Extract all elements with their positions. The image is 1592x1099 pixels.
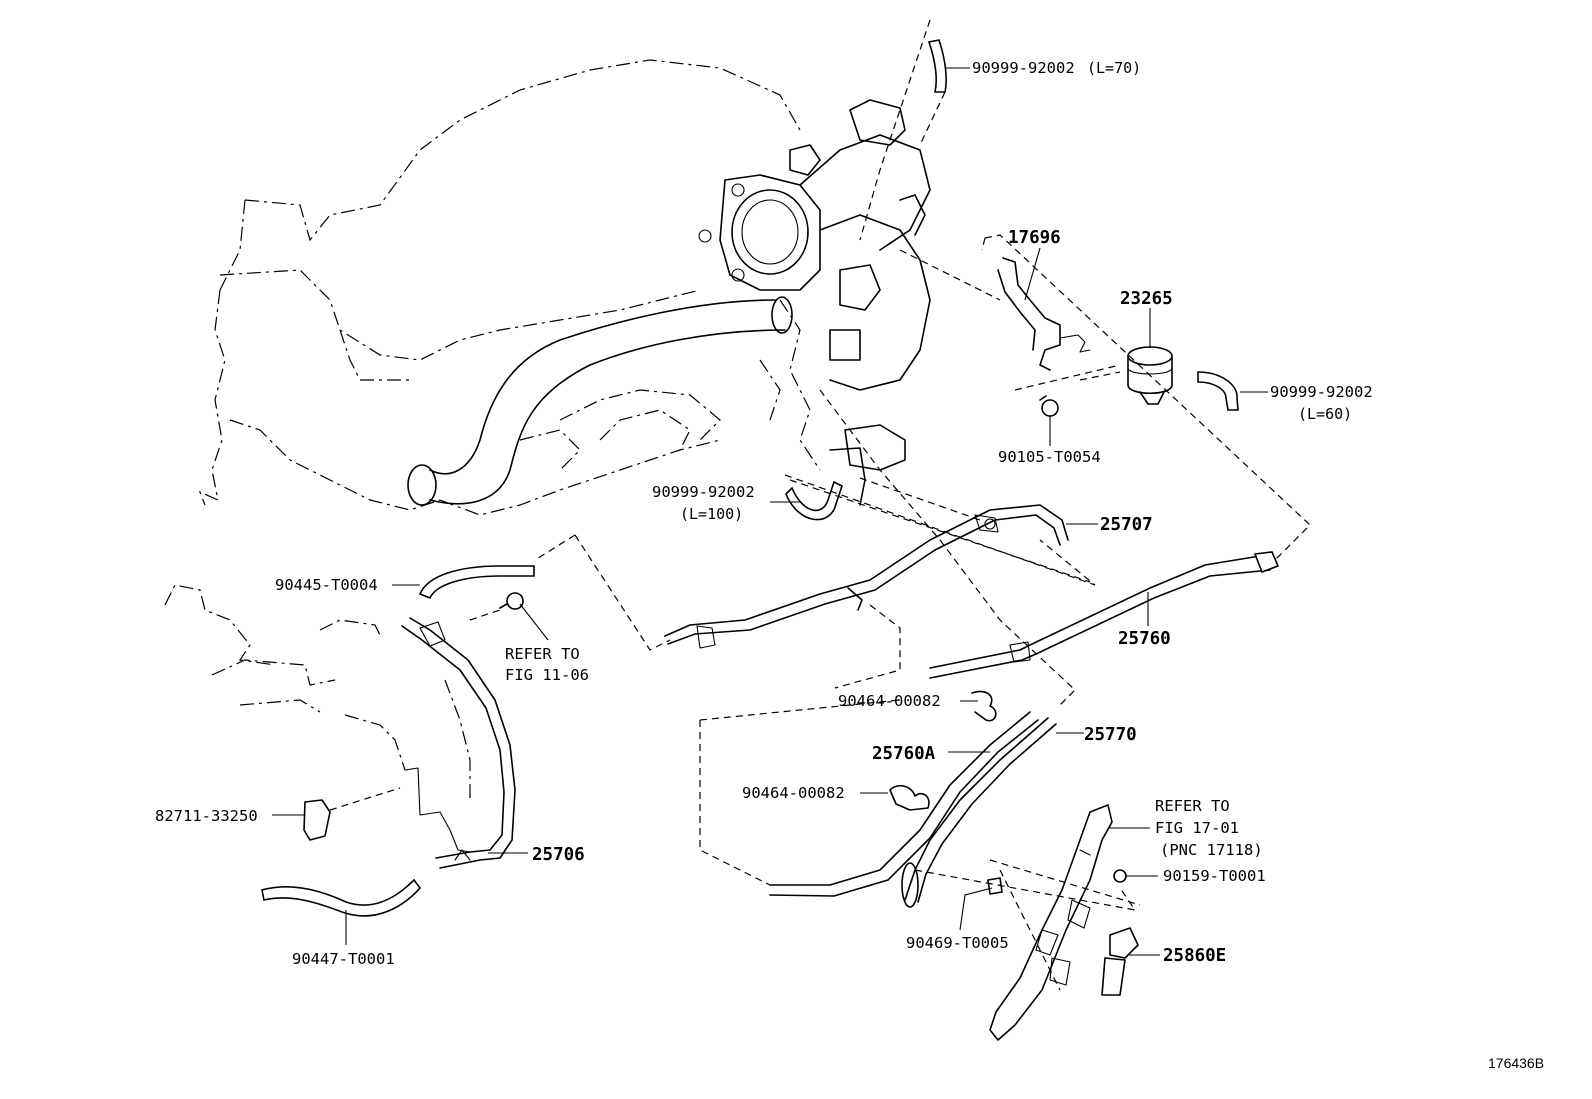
label-25760A: 25760A	[872, 744, 936, 764]
pipe-25760[interactable]	[929, 551, 1280, 679]
pipe-25707[interactable]	[664, 504, 1069, 649]
label-90464-00082-a: 90464-00082	[838, 692, 941, 710]
transmission-outline	[164, 584, 471, 800]
label-90445-T0004: 90445-T0004	[275, 576, 378, 594]
bolt-refer-11-06[interactable]	[499, 592, 524, 610]
label-fig-17-01: FIG 17-01	[1155, 819, 1239, 837]
label-17696: 17696	[1008, 228, 1061, 248]
label-90999-92002-top-len: (L=70)	[1087, 59, 1141, 77]
label-25707: 25707	[1100, 515, 1153, 535]
label-90999-92002-right-len: (L=60)	[1298, 405, 1352, 423]
label-90999-92002-top: 90999-92002	[972, 59, 1075, 77]
label-90999-92002-mid-len: (L=100)	[680, 505, 743, 523]
hose-90999-92002-l70[interactable]	[927, 39, 947, 93]
pipe-25706[interactable]	[401, 617, 516, 869]
bolt-90105-T0054[interactable]	[1039, 395, 1059, 417]
label-90105-T0054: 90105-T0054	[998, 448, 1101, 466]
hose-90447-T0001[interactable]	[261, 878, 422, 917]
hose-90999-92002-l60[interactable]	[1197, 371, 1239, 411]
label-refer-to-1: REFER TO	[505, 645, 580, 663]
label-23265: 23265	[1120, 289, 1173, 309]
label-90999-92002-mid: 90999-92002	[652, 483, 755, 501]
intake-pipe	[407, 296, 793, 506]
diagram-id: 176436B	[1488, 1055, 1544, 1071]
label-25770: 25770	[1084, 725, 1137, 745]
clip-90464-00082-a[interactable]	[971, 690, 997, 722]
hose-90445-T0004[interactable]	[418, 565, 535, 600]
label-82711-33250: 82711-33250	[155, 807, 258, 825]
hose-90999-92002-l100[interactable]	[785, 480, 843, 521]
label-90447-T0001: 90447-T0001	[292, 950, 395, 968]
clamp-90469-T0005[interactable]	[987, 877, 1003, 895]
label-refer-to-2: REFER TO	[1155, 797, 1230, 815]
clip-90464-00082-b[interactable]	[889, 784, 930, 811]
bolt-90159-T0001[interactable]	[1113, 869, 1127, 883]
label-pnc-17118: (PNC 17118)	[1160, 841, 1263, 859]
label-90159-T0001: 90159-T0001	[1163, 867, 1266, 885]
label-90469-T0005: 90469-T0005	[906, 934, 1009, 952]
label-fig-11-06: FIG 11-06	[505, 666, 589, 684]
label-25760: 25760	[1118, 629, 1171, 649]
leader-lines	[272, 67, 1268, 956]
pipe-25760A[interactable]	[769, 711, 1039, 908]
label-25706: 25706	[532, 845, 585, 865]
label-90999-92002-right: 90999-92002	[1270, 383, 1373, 401]
pipe-25770[interactable]	[904, 717, 1057, 903]
bracket-17696[interactable]	[997, 257, 1091, 371]
bracket-25860E-mount[interactable]	[989, 804, 1139, 1041]
connector-82711-33250[interactable]	[303, 799, 331, 841]
dashed-connection-lines	[329, 19, 1311, 991]
callout-labels: 90999-92002 (L=70) 17696 23265 90999-920…	[155, 59, 1544, 1071]
engine-block-outline	[198, 59, 821, 516]
label-90464-00082-b: 90464-00082	[742, 784, 845, 802]
label-25860E: 25860E	[1163, 946, 1226, 966]
throttle-body-assembly	[698, 99, 931, 506]
